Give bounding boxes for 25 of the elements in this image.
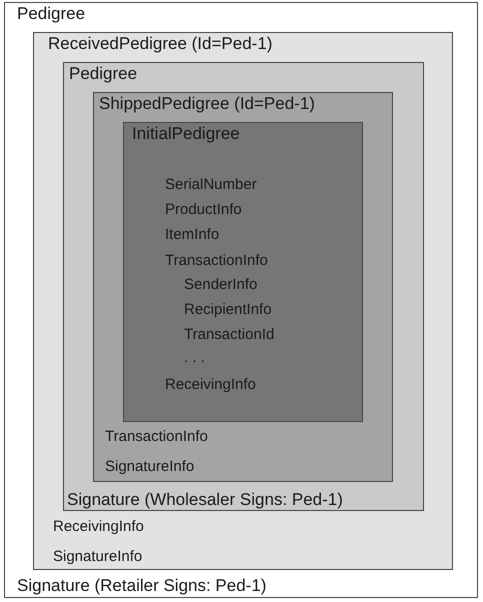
field-name: RecipientInfo [184,301,272,319]
box-heading: Pedigree [69,65,138,83]
field-name: ProductInfo [165,201,242,219]
box-heading: Pedigree [17,5,86,23]
field-name: TransactionId [184,326,274,344]
nested-box [33,32,453,570]
field-name: SerialNumber [165,176,257,194]
field-name: SignatureInfo [105,458,194,476]
box-heading: ShippedPedigree (Id=Ped-1) [99,95,315,113]
field-name: SignatureInfo [53,548,142,566]
field-name: ReceivingInfo [165,376,256,394]
field-name: ReceivingInfo [53,518,144,536]
field-name: Signature (Retailer Signs: Ped-1) [17,577,266,595]
field-name: TransactionInfo [105,428,208,446]
nested-box [4,2,478,598]
box-heading: ReceivedPedigree (Id=Ped-1) [48,35,272,53]
field-name: SenderInfo [184,276,258,294]
field-name: Signature (Wholesaler Signs: Ped-1) [67,491,343,509]
nested-box [123,122,363,422]
nested-box [93,92,393,482]
box-heading: InitialPedigree [132,125,240,143]
field-name: TransactionInfo [165,252,268,270]
field-name: ItemInfo [165,226,220,244]
field-name: . . . [184,349,205,367]
nested-box [63,62,424,511]
